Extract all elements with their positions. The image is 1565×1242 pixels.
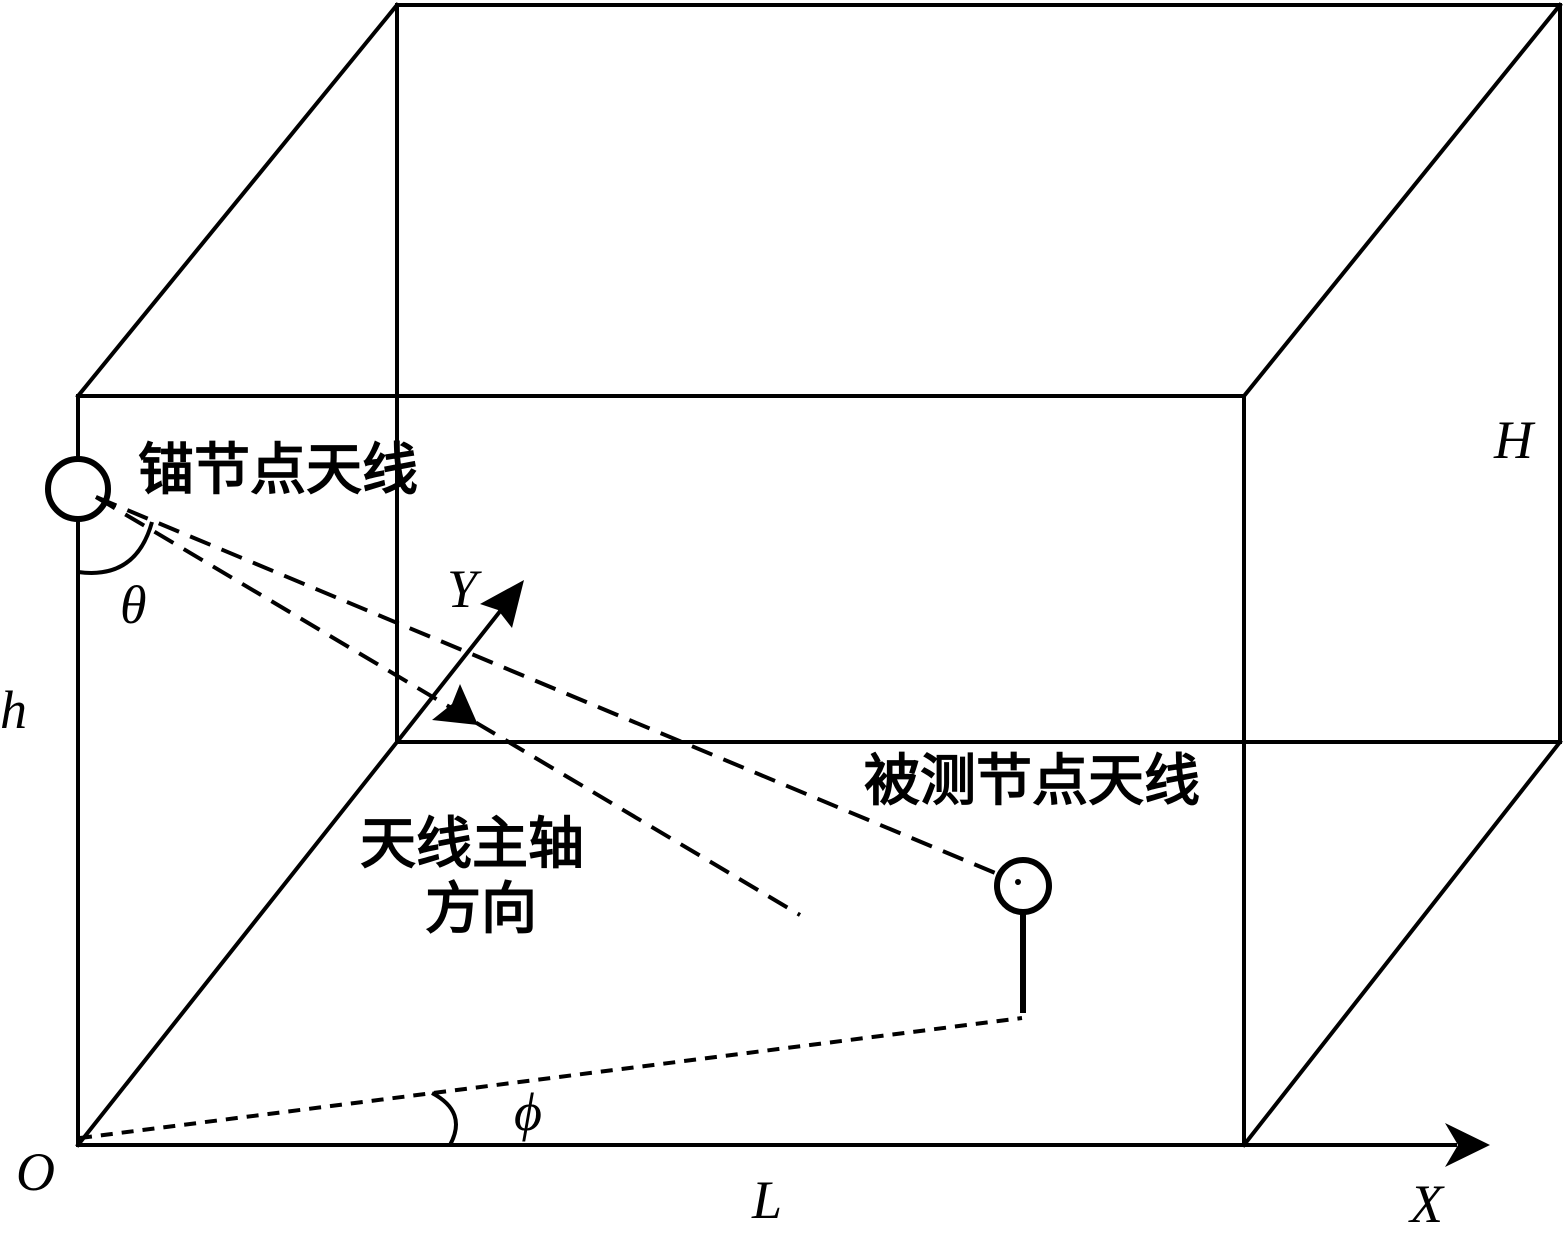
target-antenna-icon	[994, 857, 1052, 1013]
origin-label: O	[16, 1142, 55, 1202]
room-height-label: H	[1493, 410, 1536, 470]
y-axis-arrowhead	[480, 580, 524, 628]
length-label: L	[751, 1170, 782, 1230]
anchor-to-target-line	[95, 495, 1001, 877]
antenna-main-axis-line	[94, 495, 802, 917]
main-axis-arrowhead	[432, 684, 478, 725]
target-antenna-label: 被测节点天线	[864, 749, 1200, 814]
anchor-antenna-label: 锚节点天线	[138, 438, 418, 503]
y-axis	[395, 580, 524, 744]
box-back-face	[395, 3, 1562, 744]
origin-to-projection-line	[79, 1016, 1023, 1140]
phi-angle-arc	[431, 1091, 458, 1146]
axis-direction-label-line1: 天线主轴	[360, 812, 584, 877]
box-connecting-edges	[75, 2, 1563, 1148]
theta-label: θ	[120, 575, 147, 635]
y-axis-label: Y	[447, 559, 482, 619]
x-axis	[76, 1123, 1490, 1167]
x-axis-label: X	[1408, 1174, 1445, 1234]
phi-label: ϕ	[514, 1082, 542, 1142]
anchor-height-label: h	[0, 680, 27, 740]
theta-angle-arc	[77, 521, 154, 575]
axis-direction-label-line2: 方向	[425, 877, 537, 942]
x-axis-arrowhead	[1445, 1123, 1490, 1167]
anchor-antenna-icon	[45, 456, 111, 522]
